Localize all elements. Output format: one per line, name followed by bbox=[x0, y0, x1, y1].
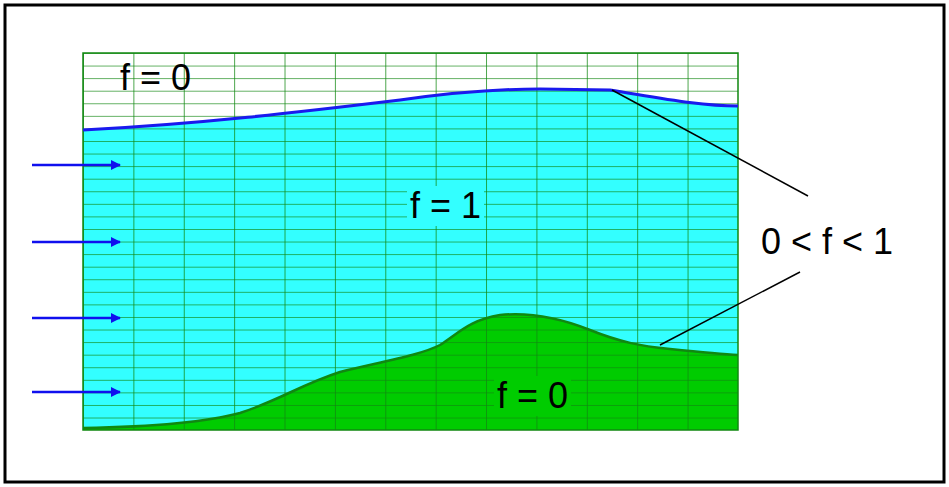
frame bbox=[5, 5, 944, 482]
region-label: f = 1 bbox=[407, 186, 484, 226]
region-label: 0 < f < 1 bbox=[758, 222, 896, 262]
grid-columns bbox=[83, 53, 738, 430]
grid-border bbox=[83, 53, 738, 430]
region-label: f = 0 bbox=[117, 58, 194, 98]
leader-lines bbox=[612, 90, 808, 345]
ground-surface bbox=[83, 314, 738, 428]
inflow-arrows bbox=[32, 165, 120, 392]
grid-rows bbox=[83, 53, 738, 430]
region-label: f = 0 bbox=[494, 376, 571, 416]
